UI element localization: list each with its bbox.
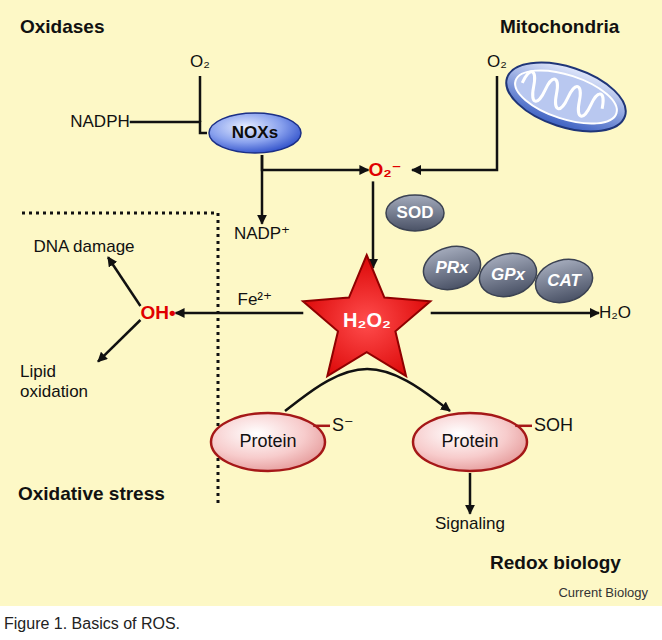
reaction-arrow xyxy=(261,155,264,224)
bond-stub xyxy=(313,425,330,428)
star-shape xyxy=(303,255,430,376)
mitochondrion xyxy=(498,49,634,144)
node-text: GPx xyxy=(491,265,525,285)
ellipse-shape xyxy=(475,247,542,303)
node-text: NADP⁺ xyxy=(234,224,290,244)
reaction-arrow xyxy=(285,369,450,411)
node-text: Protein xyxy=(239,431,296,453)
ellipse-shape xyxy=(211,413,325,471)
protein-ellipse: ProteinSOH xyxy=(411,411,529,473)
edge-label: Fe²⁺ xyxy=(238,290,272,310)
reaction-arrow xyxy=(262,155,368,170)
figure-caption: Figure 1. Basics of ROS. xyxy=(4,614,180,633)
node-text: Signaling xyxy=(435,514,505,534)
region-label: Oxidative stress xyxy=(18,483,165,506)
oxygen-label: O₂ xyxy=(190,52,210,72)
reaction-arrow xyxy=(130,122,207,133)
node-text: O₂⁻ xyxy=(368,159,401,182)
oxygen-line xyxy=(199,76,202,122)
ellipse-shape xyxy=(386,195,444,231)
node-text: Lipid oxidation xyxy=(20,362,124,403)
protein-ellipse: ProteinS⁻ xyxy=(209,411,327,473)
reaction-arrow xyxy=(372,181,375,268)
state-label: S⁻ xyxy=(332,415,354,437)
superoxide-label: O₂⁻ xyxy=(368,159,401,182)
node-text: PRx xyxy=(435,258,468,278)
product-label: H₂O xyxy=(599,303,631,323)
node-text: OH• xyxy=(140,302,175,325)
reaction-arrow xyxy=(176,312,304,315)
reaction-arrow xyxy=(98,320,140,362)
node-text: Protein xyxy=(441,431,498,453)
ellipse-shape xyxy=(413,413,527,471)
effect-label: Lipid oxidation xyxy=(20,362,124,403)
node-text: NADPH xyxy=(70,112,130,132)
region-label: Redox biology xyxy=(490,552,621,575)
stress-boundary xyxy=(22,213,218,505)
ellipse-shape xyxy=(209,113,301,153)
peroxide-star: H₂O₂ xyxy=(303,255,430,376)
reaction-arrow xyxy=(108,257,140,306)
substrate-label: NADPH xyxy=(70,112,130,132)
enzyme-ellipse: SOD xyxy=(384,193,446,233)
ellipse-shape xyxy=(419,240,486,296)
section-heading: Mitochondria xyxy=(500,16,619,39)
node-text: CAT xyxy=(547,271,581,291)
enzyme-ellipse: NOXs xyxy=(207,111,303,155)
node-text: SOD xyxy=(397,203,434,223)
state-label: SOH xyxy=(534,415,573,437)
ellipse-shape xyxy=(531,253,598,309)
enzyme-ellipse: PRx xyxy=(421,245,483,291)
reaction-arrow xyxy=(431,312,599,315)
oxygen-label: O₂ xyxy=(487,52,507,72)
product-label: NADP⁺ xyxy=(234,224,290,244)
journal-credit: Current Biology xyxy=(558,585,648,601)
node-text: H₂O xyxy=(599,303,631,323)
enzyme-ellipse: GPx xyxy=(477,252,539,298)
node-text: NOXs xyxy=(232,123,278,143)
node-text: H₂O₂ xyxy=(343,308,391,332)
effect-label: DNA damage xyxy=(33,237,134,257)
section-heading: Oxidases xyxy=(20,16,105,39)
radical-label: OH• xyxy=(140,302,175,325)
bond-stub xyxy=(515,425,532,428)
mito-superoxide-arrow xyxy=(412,76,497,170)
reaction-arrow xyxy=(469,473,472,514)
panel-background xyxy=(0,0,662,606)
node-text: DNA damage xyxy=(33,237,134,257)
outcome-label: Signaling xyxy=(435,514,505,534)
enzyme-ellipse: CAT xyxy=(533,258,595,304)
